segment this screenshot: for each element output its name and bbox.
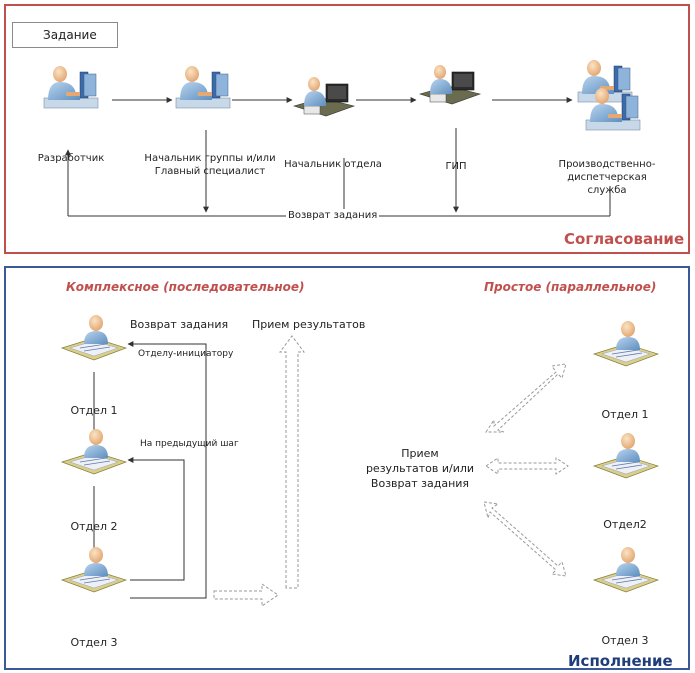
execution-return-label: Возврат задания bbox=[130, 318, 229, 331]
approval-panel bbox=[4, 4, 690, 254]
dept2-worker-icon bbox=[61, 428, 127, 475]
simple-heading: Простое (параллельное) bbox=[484, 280, 657, 294]
parallel-arrow-2 bbox=[485, 457, 569, 475]
right-dept-2: Отдел2 bbox=[603, 518, 647, 531]
execution-panel bbox=[4, 266, 690, 670]
parallel-dept2-worker-icon bbox=[593, 432, 659, 479]
task-label-box: Задание bbox=[12, 22, 118, 48]
role-developer: Разработчик bbox=[37, 153, 105, 164]
to-initiator-label: Отделу-инициатору bbox=[138, 349, 234, 359]
role-dispatch-service: Производственно-диспетчерская служба bbox=[558, 159, 656, 196]
center-exchange-label: Прием результатов и/или Возврат задания bbox=[365, 447, 475, 490]
role-department-head: Начальник отдела bbox=[284, 159, 382, 170]
right-dept-3: Отдел 3 bbox=[601, 634, 649, 647]
parallel-arrow-3 bbox=[483, 501, 567, 577]
parallel-dept1-worker-icon bbox=[593, 320, 659, 367]
dept3-worker-icon bbox=[61, 546, 127, 593]
results-hollow-arrow-up bbox=[279, 335, 305, 589]
approval-section-title: Согласование bbox=[564, 230, 685, 248]
right-dept-1: Отдел 1 bbox=[601, 408, 649, 421]
parallel-dept3-worker-icon bbox=[593, 546, 659, 593]
results-label: Прием результатов bbox=[252, 318, 366, 331]
dept1-worker-icon bbox=[61, 314, 127, 361]
return-to-initiator-loop bbox=[130, 343, 207, 599]
role-chief-engineer: ГИП bbox=[445, 161, 467, 172]
prev-step-label: На предыдущий шаг bbox=[140, 439, 239, 449]
prev-step-loop bbox=[130, 459, 185, 581]
left-dept-2: Отдел 2 bbox=[70, 520, 118, 533]
results-hollow-arrow-right bbox=[213, 583, 279, 607]
left-dept-1: Отдел 1 bbox=[70, 404, 118, 417]
left-dept-3: Отдел 3 bbox=[70, 636, 118, 649]
approval-return-label: Возврат задания bbox=[286, 209, 380, 222]
role-group-head: Начальник группы и/или Главный специалис… bbox=[144, 153, 276, 177]
execution-section-title: Исполнение bbox=[568, 652, 673, 670]
complex-heading: Комплексное (последовательное) bbox=[66, 280, 305, 294]
parallel-arrow-1 bbox=[485, 363, 567, 433]
